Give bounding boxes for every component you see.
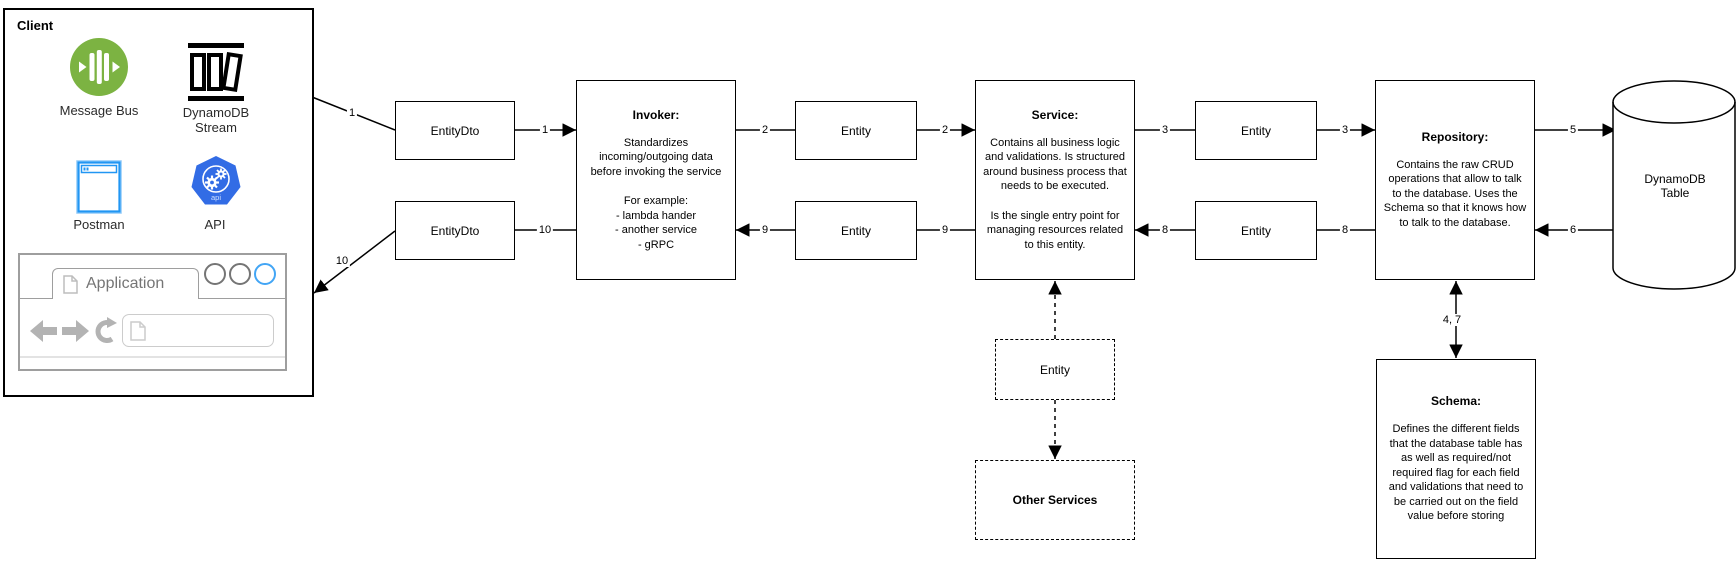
node-service: Service: Contains all business logic and… [975, 80, 1135, 280]
invoker-body: Standardizes incoming/outgoing data befo… [590, 136, 722, 251]
refresh-icon [95, 317, 117, 343]
edge-label-entity-to-service: 2 [939, 124, 951, 136]
api-icon: api [191, 156, 241, 205]
node-schema: Schema: Defines the different fields tha… [1376, 359, 1536, 559]
application-window: Application [18, 253, 287, 371]
message-bus-label: Message Bus [59, 103, 139, 118]
other-services-label: Other Services [1012, 493, 1098, 507]
back-icon [30, 320, 57, 342]
forward-icon [62, 320, 89, 342]
schema-title: Schema: [1430, 394, 1482, 409]
entity-dashed-label: Entity [1039, 362, 1070, 377]
window-bottom-strip [20, 356, 285, 358]
edge-label-entity-to-service-back: 8 [1159, 224, 1171, 236]
dynamodb-stream-label: DynamoDB Stream [182, 105, 250, 135]
client-group-title: Client [17, 18, 54, 33]
edge-label-service-to-entity-back: 9 [939, 224, 951, 236]
node-entitydto-out: EntityDto [395, 201, 515, 260]
entity-forward-2-label: Entity [1240, 123, 1271, 138]
repository-title: Repository: [1421, 129, 1489, 144]
edge-label-dto-to-invoker: 1 [539, 124, 551, 136]
edge-label-entity-to-invoker-back: 9 [759, 224, 771, 236]
window-control-circle-2 [229, 263, 251, 285]
service-title: Service: [1031, 107, 1079, 122]
node-invoker: Invoker: Standardizes incoming/outgoing … [576, 80, 736, 280]
node-other-services: Other Services [975, 460, 1135, 540]
postman-icon [76, 160, 122, 214]
entity-back-2-label: Entity [1240, 223, 1271, 238]
node-entity-back-1: Entity [795, 201, 917, 260]
edge-label-service-to-entity: 3 [1159, 124, 1171, 136]
svg-text:api: api [211, 193, 221, 202]
edge-dto-to-client-back [313, 230, 396, 294]
tab-document-icon [63, 274, 78, 294]
edge-label-repository-schema: 4, 7 [1440, 314, 1464, 326]
url-document-icon [130, 320, 146, 341]
api-label: API [204, 217, 226, 232]
node-entity-forward-2: Entity [1195, 101, 1317, 160]
service-body: Contains all business logic and validati… [983, 136, 1127, 251]
window-control-circle-3 [254, 263, 276, 285]
entity-back-1-label: Entity [840, 223, 871, 238]
schema-body: Defines the different fields that the da… [1388, 423, 1524, 523]
edge-label-entity-to-repository: 3 [1339, 124, 1351, 136]
postman-label: Postman [73, 217, 125, 232]
edge-label-repository-to-db: 5 [1567, 124, 1579, 136]
invoker-title: Invoker: [632, 107, 680, 122]
edge-label-dto-to-client-back: 10 [333, 255, 351, 267]
edge-label-repository-to-entity-back: 8 [1339, 224, 1351, 236]
message-bus-icon [70, 38, 128, 96]
edge-label-invoker-to-entity: 2 [759, 124, 771, 136]
repository-body: Contains the raw CRUD operations that al… [1383, 158, 1527, 229]
node-entitydto-in: EntityDto [395, 101, 515, 160]
node-repository: Repository: Contains the raw CRUD operat… [1375, 80, 1535, 280]
window-control-circle-1 [204, 263, 226, 285]
node-entity-dashed: Entity [995, 339, 1115, 400]
dynamodb-stream-icon [188, 43, 244, 101]
node-entity-forward-1: Entity [795, 101, 917, 160]
edge-label-client-to-dto: 1 [346, 107, 358, 119]
edge-label-db-to-repository: 6 [1567, 224, 1579, 236]
url-bar [122, 314, 274, 347]
application-tab: Application [52, 268, 199, 299]
dynamodb-table-label: DynamoDB Table [1644, 172, 1706, 200]
application-tab-label: Application [86, 275, 165, 292]
edge-label-invoker-to-dto-back: 10 [536, 224, 554, 236]
node-entity-back-2: Entity [1195, 201, 1317, 260]
entitydto-in-label: EntityDto [430, 123, 480, 138]
entitydto-out-label: EntityDto [430, 223, 480, 238]
entity-forward-1-label: Entity [840, 123, 871, 138]
client-group-box: Client Message Bus DynamoDB Stream [3, 8, 314, 397]
